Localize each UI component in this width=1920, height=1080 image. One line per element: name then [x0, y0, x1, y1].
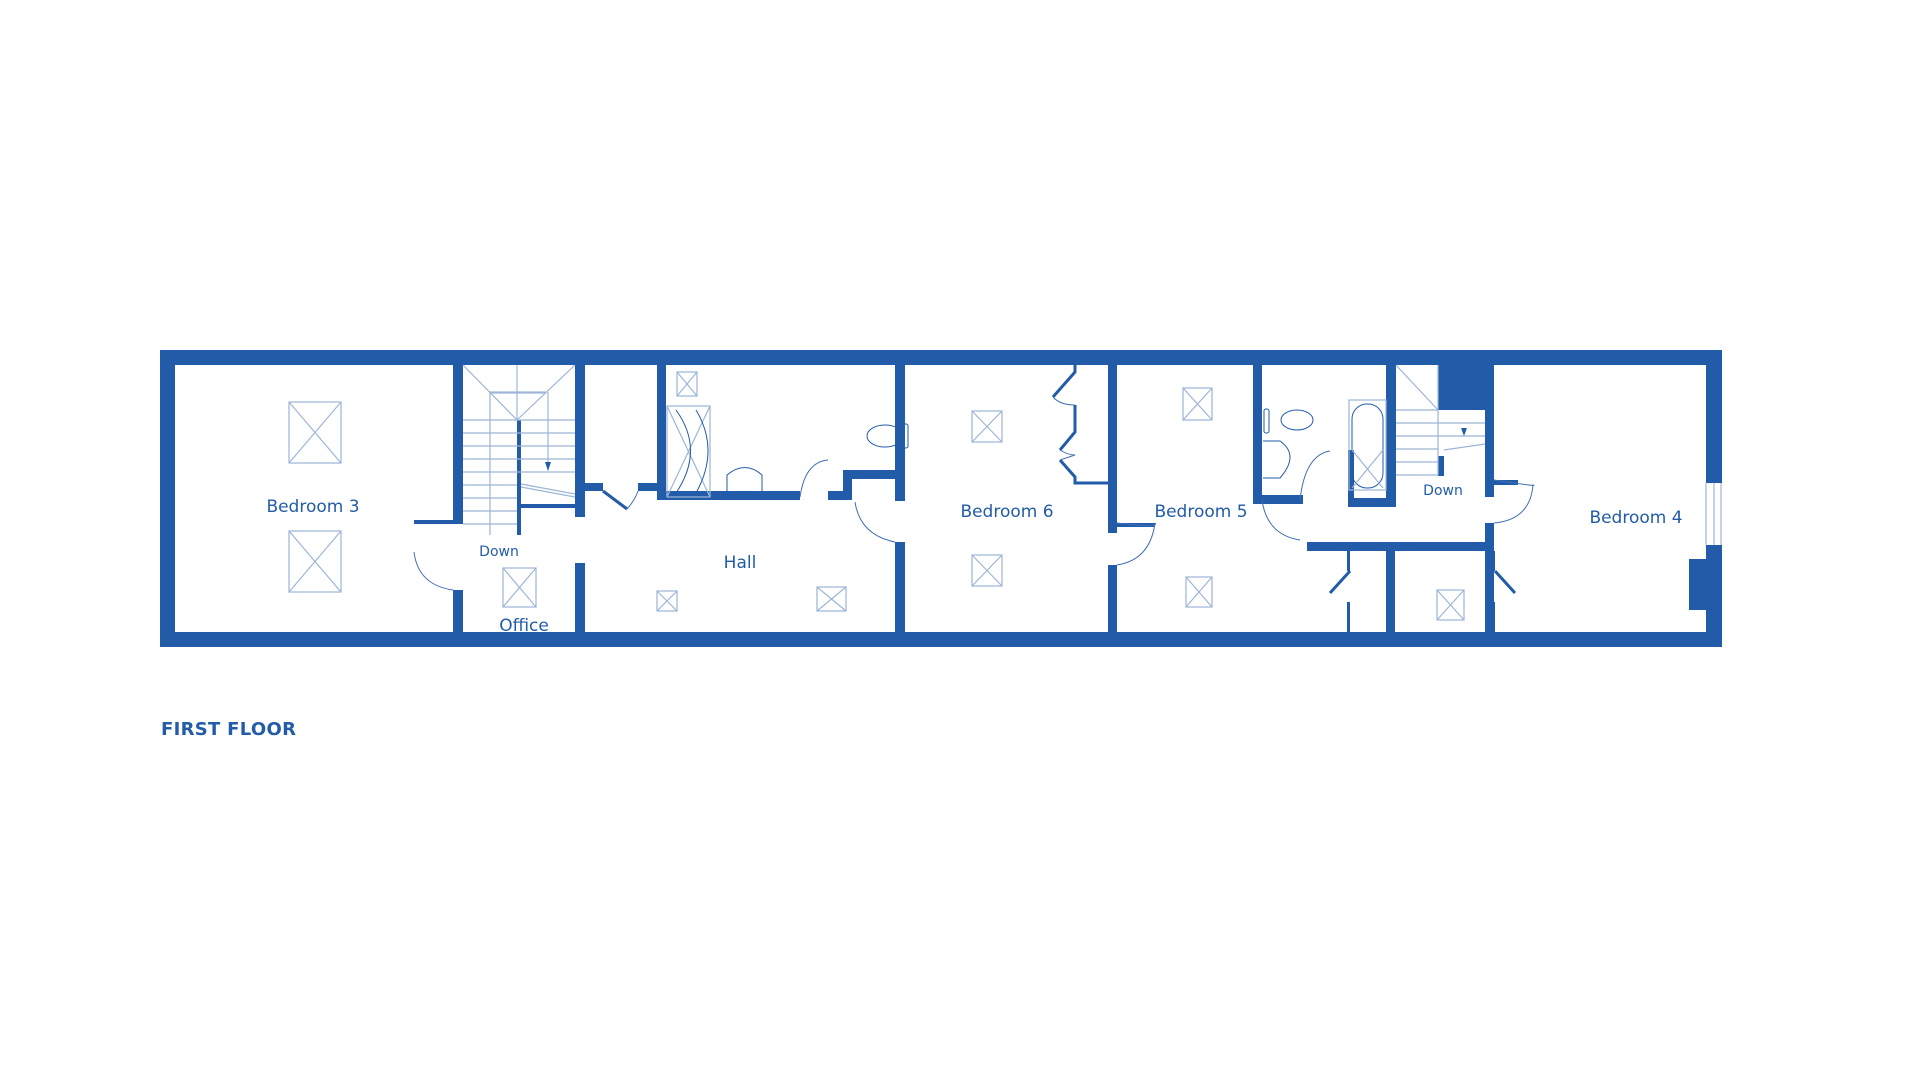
room-label-office: Office — [499, 616, 549, 636]
window-bedroom-4 — [1705, 483, 1722, 545]
stair-treads — [463, 419, 576, 525]
stairs-west — [462, 364, 576, 535]
interior-walls — [414, 365, 1518, 632]
room-label-hall: Hall — [723, 553, 757, 573]
room-label-bedroom-6: Bedroom 6 — [960, 502, 1054, 522]
stair-label-west: Down — [479, 544, 519, 560]
light-fixtures — [288, 387, 1465, 621]
floor-title: FIRST FLOOR — [161, 719, 297, 740]
room-label-bedroom-4: Bedroom 4 — [1589, 508, 1683, 528]
stairs-east — [1395, 364, 1486, 476]
stair-label-east: Down — [1423, 483, 1463, 499]
room-label-bedroom-3: Bedroom 3 — [266, 497, 360, 517]
bathroom-fixtures-west — [666, 371, 909, 498]
bathroom-fixtures-east — [1263, 399, 1387, 491]
outer-walls — [160, 350, 1722, 647]
room-label-bedroom-5: Bedroom 5 — [1154, 502, 1248, 522]
doors — [413, 450, 1535, 591]
